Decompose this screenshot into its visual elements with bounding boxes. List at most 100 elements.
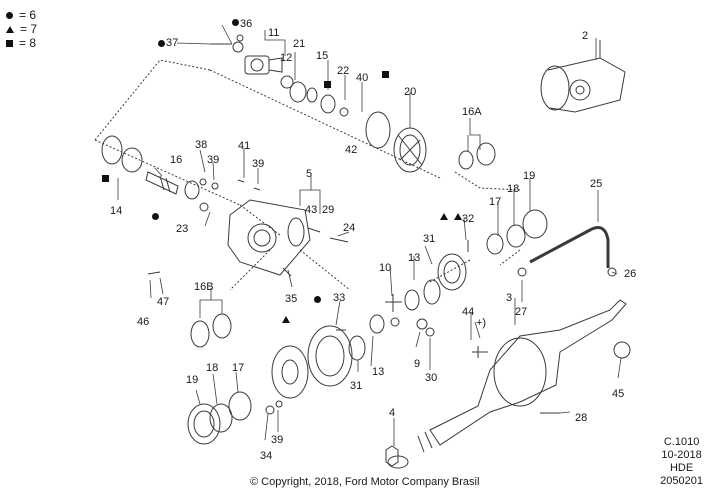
bolt-part xyxy=(210,34,244,53)
triangle-icon xyxy=(440,213,448,220)
bearing-16a-part xyxy=(458,150,474,170)
bearing-lower-part xyxy=(187,403,221,445)
vent-hose-part xyxy=(529,226,610,268)
callout-label: 47 xyxy=(157,296,170,308)
callout-label: 39 xyxy=(252,158,265,170)
callout-label: 39 xyxy=(207,154,220,166)
legend-text: = 7 xyxy=(20,22,38,36)
callout-label: 43 xyxy=(305,204,318,216)
callout-label: 14 xyxy=(110,205,123,217)
ring-part xyxy=(320,94,336,114)
callout-label: 28 xyxy=(575,412,588,424)
callout-label: 36 xyxy=(240,18,253,30)
callout-label: 19 xyxy=(523,170,536,182)
drive-shaft-part xyxy=(385,445,399,467)
callout-label: 17 xyxy=(232,362,245,374)
callout-label: 42 xyxy=(345,144,358,156)
circle-icon xyxy=(314,296,321,303)
callout-label: 9 xyxy=(414,358,421,370)
axle-housing-part xyxy=(417,299,631,453)
gear-housing-part xyxy=(227,199,349,277)
dashed-group-outline xyxy=(94,59,441,236)
callout-label: 41 xyxy=(238,140,251,152)
triangle-icon xyxy=(6,25,14,33)
drawing-number: 2050201 xyxy=(660,475,703,487)
triangle-icon xyxy=(454,213,462,220)
callout-label: 34 xyxy=(260,450,273,462)
callout-label: 5 xyxy=(306,168,313,180)
ring-gear-lower-part xyxy=(271,345,309,399)
legend: = 6 = 7 = 8 xyxy=(6,8,37,50)
flange-part xyxy=(244,55,283,75)
callout-label: 39 xyxy=(271,434,284,446)
drawing-identification: C.1010 10-2018 HDE 2050201 xyxy=(660,436,703,488)
callout-label: 19 xyxy=(186,374,199,386)
carrier-bearing-part xyxy=(365,111,391,149)
callout-label: 40 xyxy=(356,72,369,84)
legend-row: = 7 xyxy=(6,22,37,36)
copyright-text: © Copyright, 2018, Ford Motor Company Br… xyxy=(250,476,480,488)
drawing-type: HDE xyxy=(669,462,694,474)
pinion-bearing-part xyxy=(101,135,123,165)
callout-label: 3 xyxy=(506,292,513,304)
legend-text: = 8 xyxy=(19,36,37,50)
circle-icon xyxy=(6,11,13,19)
callout-label: 24 xyxy=(343,222,356,234)
callout-label: 21 xyxy=(293,38,306,50)
callout-label: 4 xyxy=(389,407,396,419)
callout-label: 2 xyxy=(582,30,589,42)
callout-label: 27 xyxy=(515,306,528,318)
drawing-code: C.1010 xyxy=(663,436,700,448)
callout-label: 46 xyxy=(137,316,150,328)
circle-icon xyxy=(152,213,159,220)
circle-icon xyxy=(232,19,239,26)
ring-gear-part xyxy=(437,253,467,291)
nut-part xyxy=(339,107,349,117)
triangle-icon xyxy=(282,316,290,323)
callout-label: 18 xyxy=(206,362,219,374)
callout-label: 20 xyxy=(404,86,417,98)
square-icon xyxy=(6,39,13,47)
differential-case-part xyxy=(307,325,353,387)
callout-label: 32 xyxy=(462,213,475,225)
pinion-shaft-part xyxy=(145,171,179,195)
square-icon xyxy=(382,71,389,78)
callout-label: +) xyxy=(476,317,487,329)
callout-label: 16A xyxy=(462,106,482,118)
callout-label: 13 xyxy=(372,366,385,378)
callout-label: 11 xyxy=(268,27,280,39)
callout-label: 23 xyxy=(176,223,189,235)
callout-label: 31 xyxy=(350,380,363,392)
callout-label: 45 xyxy=(612,388,625,400)
callout-label: 29 xyxy=(322,204,335,216)
drawing-date: 10-2018 xyxy=(661,449,702,461)
circle-icon xyxy=(158,40,165,47)
legend-row: = 6 xyxy=(6,8,37,22)
callout-label: 38 xyxy=(195,139,208,151)
dashed-leader-right xyxy=(229,171,521,291)
callout-label: 16B xyxy=(194,281,214,293)
callout-label: 15 xyxy=(316,50,329,62)
callout-label: 25 xyxy=(590,178,603,190)
differential-housing-part xyxy=(540,40,626,113)
callout-label: 44 xyxy=(462,306,475,318)
callout-label: 26 xyxy=(624,268,637,280)
callout-label: 17 xyxy=(489,196,502,208)
bearing-16b-part xyxy=(190,320,210,348)
spacer-part xyxy=(306,87,318,103)
seal-part xyxy=(280,75,294,89)
bearing-part xyxy=(289,81,307,103)
legend-row: = 8 xyxy=(6,36,37,50)
square-icon xyxy=(324,81,331,88)
callout-label: 33 xyxy=(333,292,346,304)
callout-label: 10 xyxy=(379,262,392,274)
square-icon xyxy=(102,175,109,182)
callout-label: 30 xyxy=(425,372,438,384)
callout-label: 12 xyxy=(280,52,293,64)
callout-label: 35 xyxy=(285,293,298,305)
callout-label: 22 xyxy=(337,65,350,77)
callout-label: 31 xyxy=(423,233,436,245)
callout-label: 18 xyxy=(507,183,520,195)
callout-label: 37 xyxy=(166,37,179,49)
